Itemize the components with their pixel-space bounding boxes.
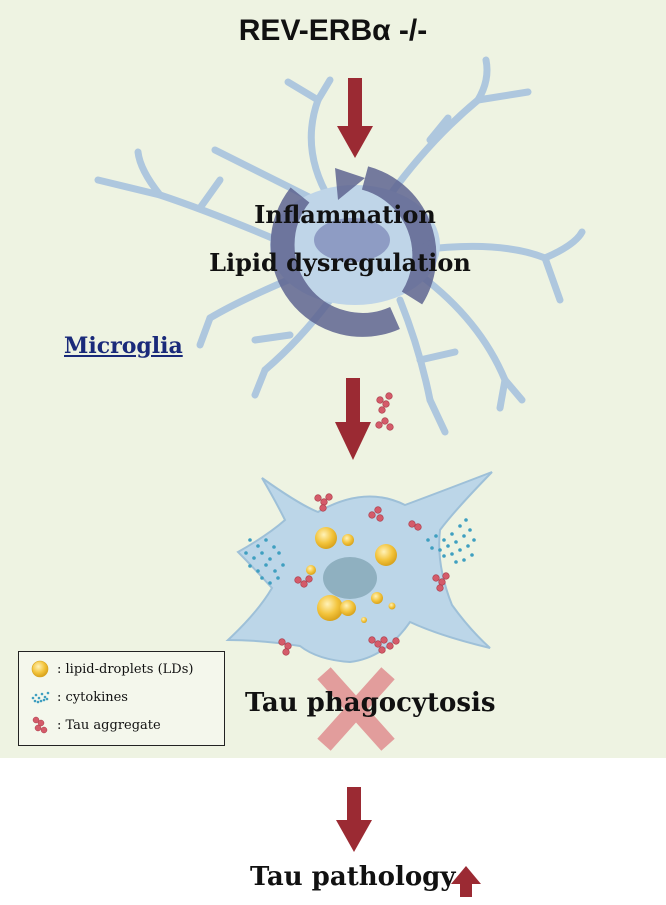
lipid-droplet-icon [31, 660, 49, 678]
ramified-microglia [94, 56, 586, 436]
legend-item-tau: : Tau aggregate [29, 714, 161, 736]
tau-aggregate-cluster [375, 392, 394, 431]
cycle-label-inflammation: Inflammation [254, 200, 436, 229]
legend-text-tau: : Tau aggregate [57, 717, 161, 733]
cytokine-icon [31, 691, 50, 704]
activated-microglia [225, 471, 493, 664]
increase-arrow-icon [451, 866, 481, 897]
tau-aggregate-icon [32, 716, 48, 734]
blocked-process-label: Tau phagocytosis [245, 688, 496, 718]
legend-text-cytokines: : cytokines [57, 689, 128, 705]
cell-type-label: Microglia [64, 333, 183, 359]
cytokines-left [244, 538, 285, 585]
feedback-cycle-icon [270, 166, 437, 337]
tau-aggregates [278, 493, 450, 656]
arrow-to-cycle [337, 78, 373, 158]
cycle-label-lipid-dysregulation: Lipid dysregulation [209, 248, 471, 277]
legend-item-lipid: : lipid-droplets (LDs) [29, 658, 193, 680]
arrow-to-pathology [336, 787, 372, 852]
arrow-to-activated [335, 378, 371, 460]
blocked-cross-icon [317, 667, 395, 751]
legend-text-lipid: : lipid-droplets (LDs) [57, 661, 194, 677]
legend: : lipid-droplets (LDs) : cytokines : Tau… [18, 651, 225, 746]
cytokines-right [426, 518, 476, 564]
legend-item-cytokines: : cytokines [29, 686, 128, 708]
outcome-label: Tau pathology [250, 862, 456, 892]
condition-title: REV-ERBα -/- [238, 14, 428, 47]
